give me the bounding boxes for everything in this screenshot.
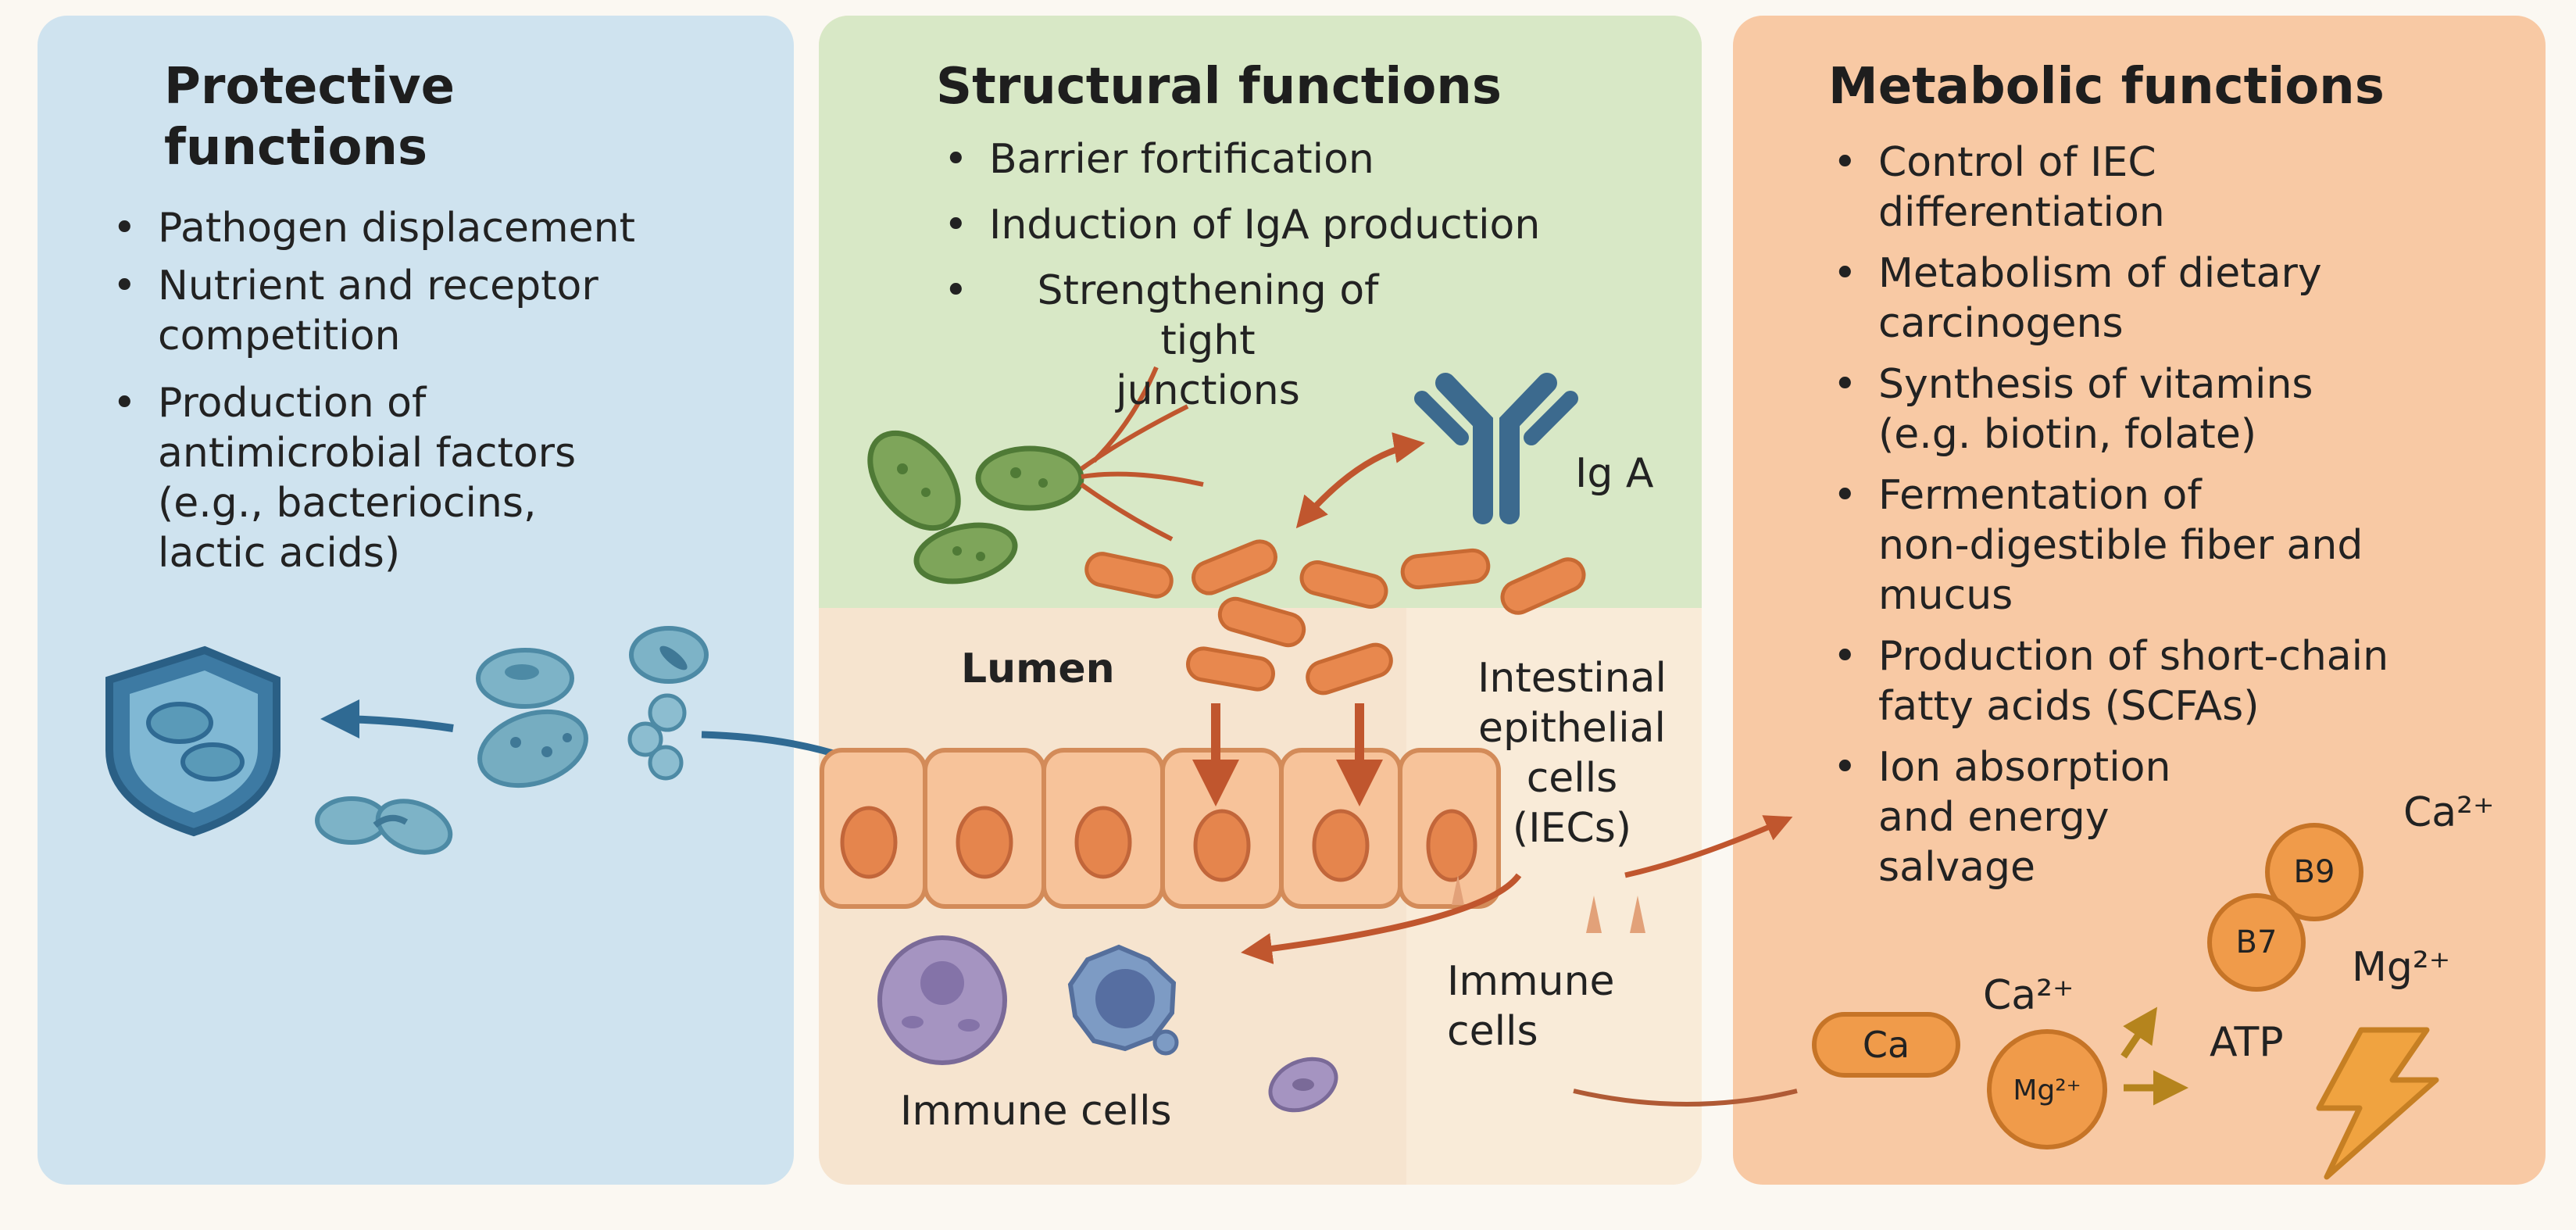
rod-bacteria-group bbox=[1084, 539, 1586, 695]
gold-arrows bbox=[2120, 1007, 2188, 1106]
green-bacteria-icon bbox=[867, 366, 1204, 585]
list-item: Pathogen displacement bbox=[100, 203, 772, 253]
list-item: Induction of IgA production bbox=[931, 200, 1697, 250]
immune-cell-icon bbox=[877, 935, 1338, 1113]
mg-circle bbox=[1987, 1029, 2107, 1150]
iga-double-arrow bbox=[1295, 432, 1425, 529]
vitamin-b7-label: B7 bbox=[2235, 924, 2278, 960]
ca-pill bbox=[1812, 1012, 1960, 1078]
epithelial-cell-layer bbox=[820, 748, 1501, 909]
list-item: Barrier fortification bbox=[931, 134, 1697, 184]
list-item: Control of IEC differentiation bbox=[1820, 138, 2547, 238]
iga-label: Ig A bbox=[1575, 450, 1654, 497]
immune-cells-right-label: Immune cells bbox=[1447, 958, 1615, 1055]
ca-pill-label: Ca bbox=[1862, 1024, 1910, 1066]
vitamin-b9-label: B9 bbox=[2293, 854, 2335, 890]
small-triangles-decor bbox=[1452, 875, 1645, 933]
lightning-bolt-icon bbox=[2316, 1027, 2439, 1180]
lumen-label: Lumen bbox=[961, 645, 1115, 692]
list-item: Fermentation of non-digestible fiber and… bbox=[1820, 470, 2547, 620]
list-item: Synthesis of vitamins (e.g. biotin, fola… bbox=[1820, 359, 2547, 459]
immune-cells-bottom-label: Immune cells bbox=[900, 1088, 1172, 1135]
arrow-to-immune-cells bbox=[1241, 873, 1522, 964]
mg-ion-label: Mg²⁺ bbox=[2352, 944, 2451, 991]
metabolic-title: Metabolic functions bbox=[1828, 58, 2385, 116]
vitamin-b7-circle bbox=[2207, 893, 2306, 992]
list-item: Strengthening of tight junctions bbox=[931, 266, 1427, 416]
iec-label: Intestinal epithelial cells (IECs) bbox=[1477, 655, 1667, 852]
arrow-to-metabolic bbox=[1624, 815, 1793, 878]
list-item: Metabolism of dietary carcinogens bbox=[1820, 249, 2547, 349]
arrow-to-shield bbox=[320, 699, 454, 739]
list-item: Production of short-chain fatty acids (S… bbox=[1820, 631, 2547, 731]
antibody-icon bbox=[1414, 373, 1578, 524]
list-item: Production of antimicrobial factors (e.g… bbox=[100, 378, 772, 578]
shield-icon bbox=[105, 645, 280, 837]
structural-title: Structural functions bbox=[936, 58, 1502, 116]
arrow-to-ca-ion bbox=[1573, 1089, 1798, 1107]
ca-ion-mid-label: Ca²⁺ bbox=[1983, 972, 2074, 1019]
list-item: Nutrient and receptor competition bbox=[100, 261, 772, 361]
metabolic-list: Control of IEC differentiation Metabolis… bbox=[1820, 138, 2547, 892]
ca-ion-top-label: Ca²⁺ bbox=[2403, 789, 2495, 836]
mg-circle-label: Mg²⁺ bbox=[2013, 1074, 2081, 1107]
list-item: Ion absorption and energy salvage bbox=[1820, 742, 2547, 892]
arrows-into-epithelium bbox=[1192, 703, 1383, 806]
bacteria-cluster-icon bbox=[315, 626, 709, 855]
protective-list: Pathogen displacement Nutrient and recep… bbox=[100, 203, 772, 578]
protective-title: Protective functions bbox=[164, 58, 456, 177]
structural-list: Barrier fortification Induction of IgA p… bbox=[931, 134, 1697, 416]
atp-label: ATP bbox=[2210, 1019, 2284, 1066]
